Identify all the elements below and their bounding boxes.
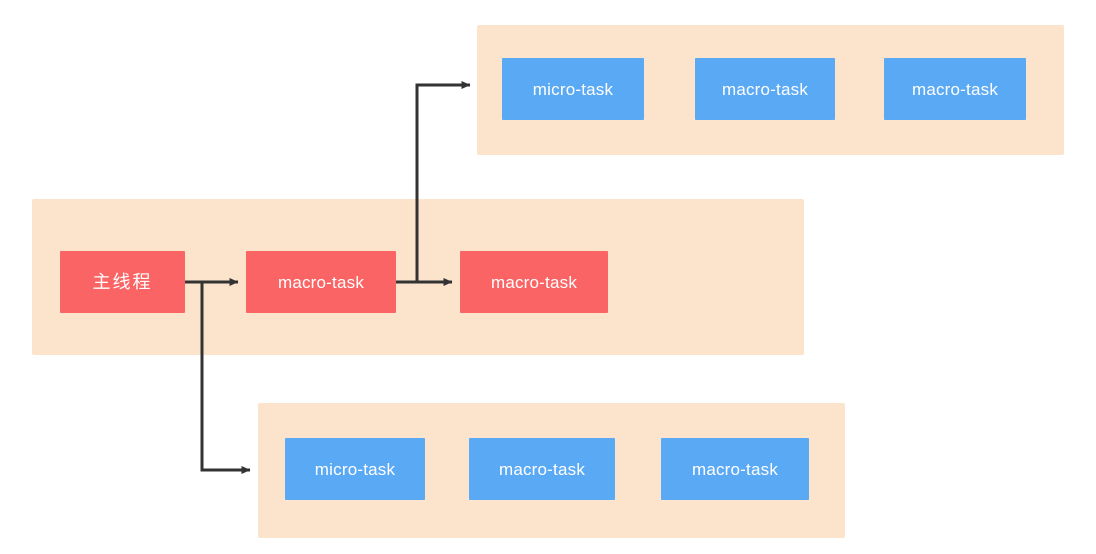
task-box-macro-task[interactable]: macro-task — [661, 438, 809, 500]
task-box-micro-task[interactable]: micro-task — [285, 438, 425, 500]
task-box-macro-task[interactable]: macro-task — [695, 58, 835, 120]
task-box-main-thread[interactable]: 主线程 — [60, 251, 185, 313]
task-box-macro-task[interactable]: macro-task — [469, 438, 615, 500]
task-box-macro-task[interactable]: macro-task — [460, 251, 608, 313]
task-box-macro-task[interactable]: macro-task — [884, 58, 1026, 120]
task-box-macro-task[interactable]: macro-task — [246, 251, 396, 313]
task-box-micro-task[interactable]: micro-task — [502, 58, 644, 120]
